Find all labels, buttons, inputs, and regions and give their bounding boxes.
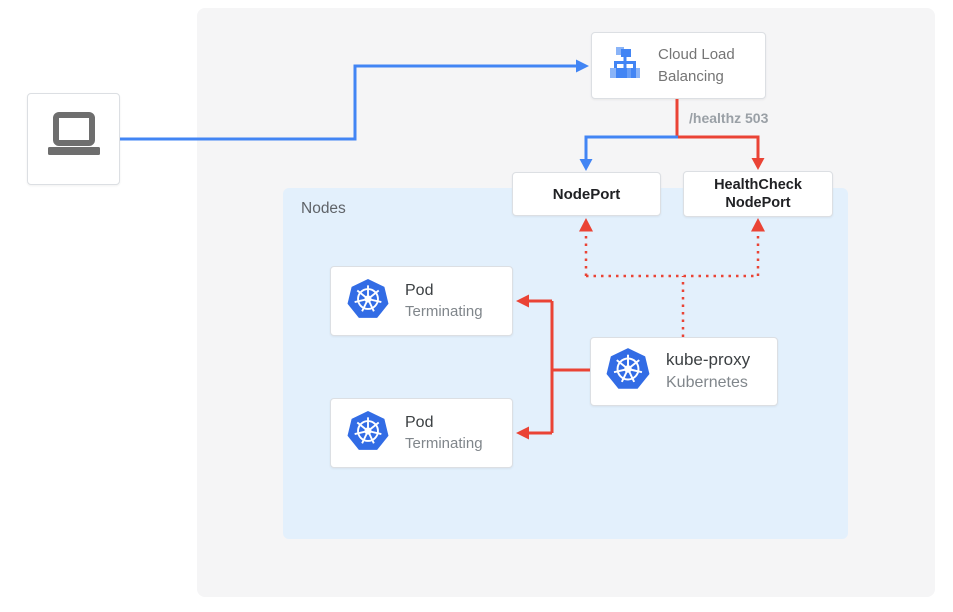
cloud-load-balancing-icon (606, 44, 644, 87)
pod-title: Pod (405, 414, 434, 432)
nodeport-label: NodePort (552, 185, 621, 203)
kubernetes-icon (347, 410, 389, 457)
healthcheck-nodeport-node: HealthCheck NodePort (683, 171, 833, 217)
kubernetes-icon (606, 347, 650, 396)
cloud-load-balancing-node: Cloud Load Balancing (591, 32, 766, 99)
client-node (27, 93, 120, 185)
healthz-503-label: /healthz 503 (689, 110, 769, 126)
healthcheck-nodeport-label-line2: NodePort (725, 195, 791, 211)
kube-proxy-subtitle: Kubernetes (666, 374, 748, 392)
pod-status: Terminating (405, 302, 483, 320)
pod-status: Terminating (405, 434, 483, 452)
pod-node-2: Pod Terminating (330, 398, 513, 468)
nodes-label: Nodes (301, 200, 346, 217)
healthcheck-nodeport-label-line1: HealthCheck (714, 176, 802, 193)
nodeport-node: NodePort (512, 172, 661, 216)
laptop-icon (41, 111, 107, 168)
kubernetes-icon (347, 278, 389, 325)
kube-proxy-title: kube-proxy (666, 350, 751, 370)
pod-node-1: Pod Terminating (330, 266, 513, 336)
pod-title: Pod (405, 282, 434, 300)
cloud-load-balancing-label: Cloud Load Balancing (658, 45, 735, 85)
kube-proxy-node: kube-proxy Kubernetes (590, 337, 778, 406)
